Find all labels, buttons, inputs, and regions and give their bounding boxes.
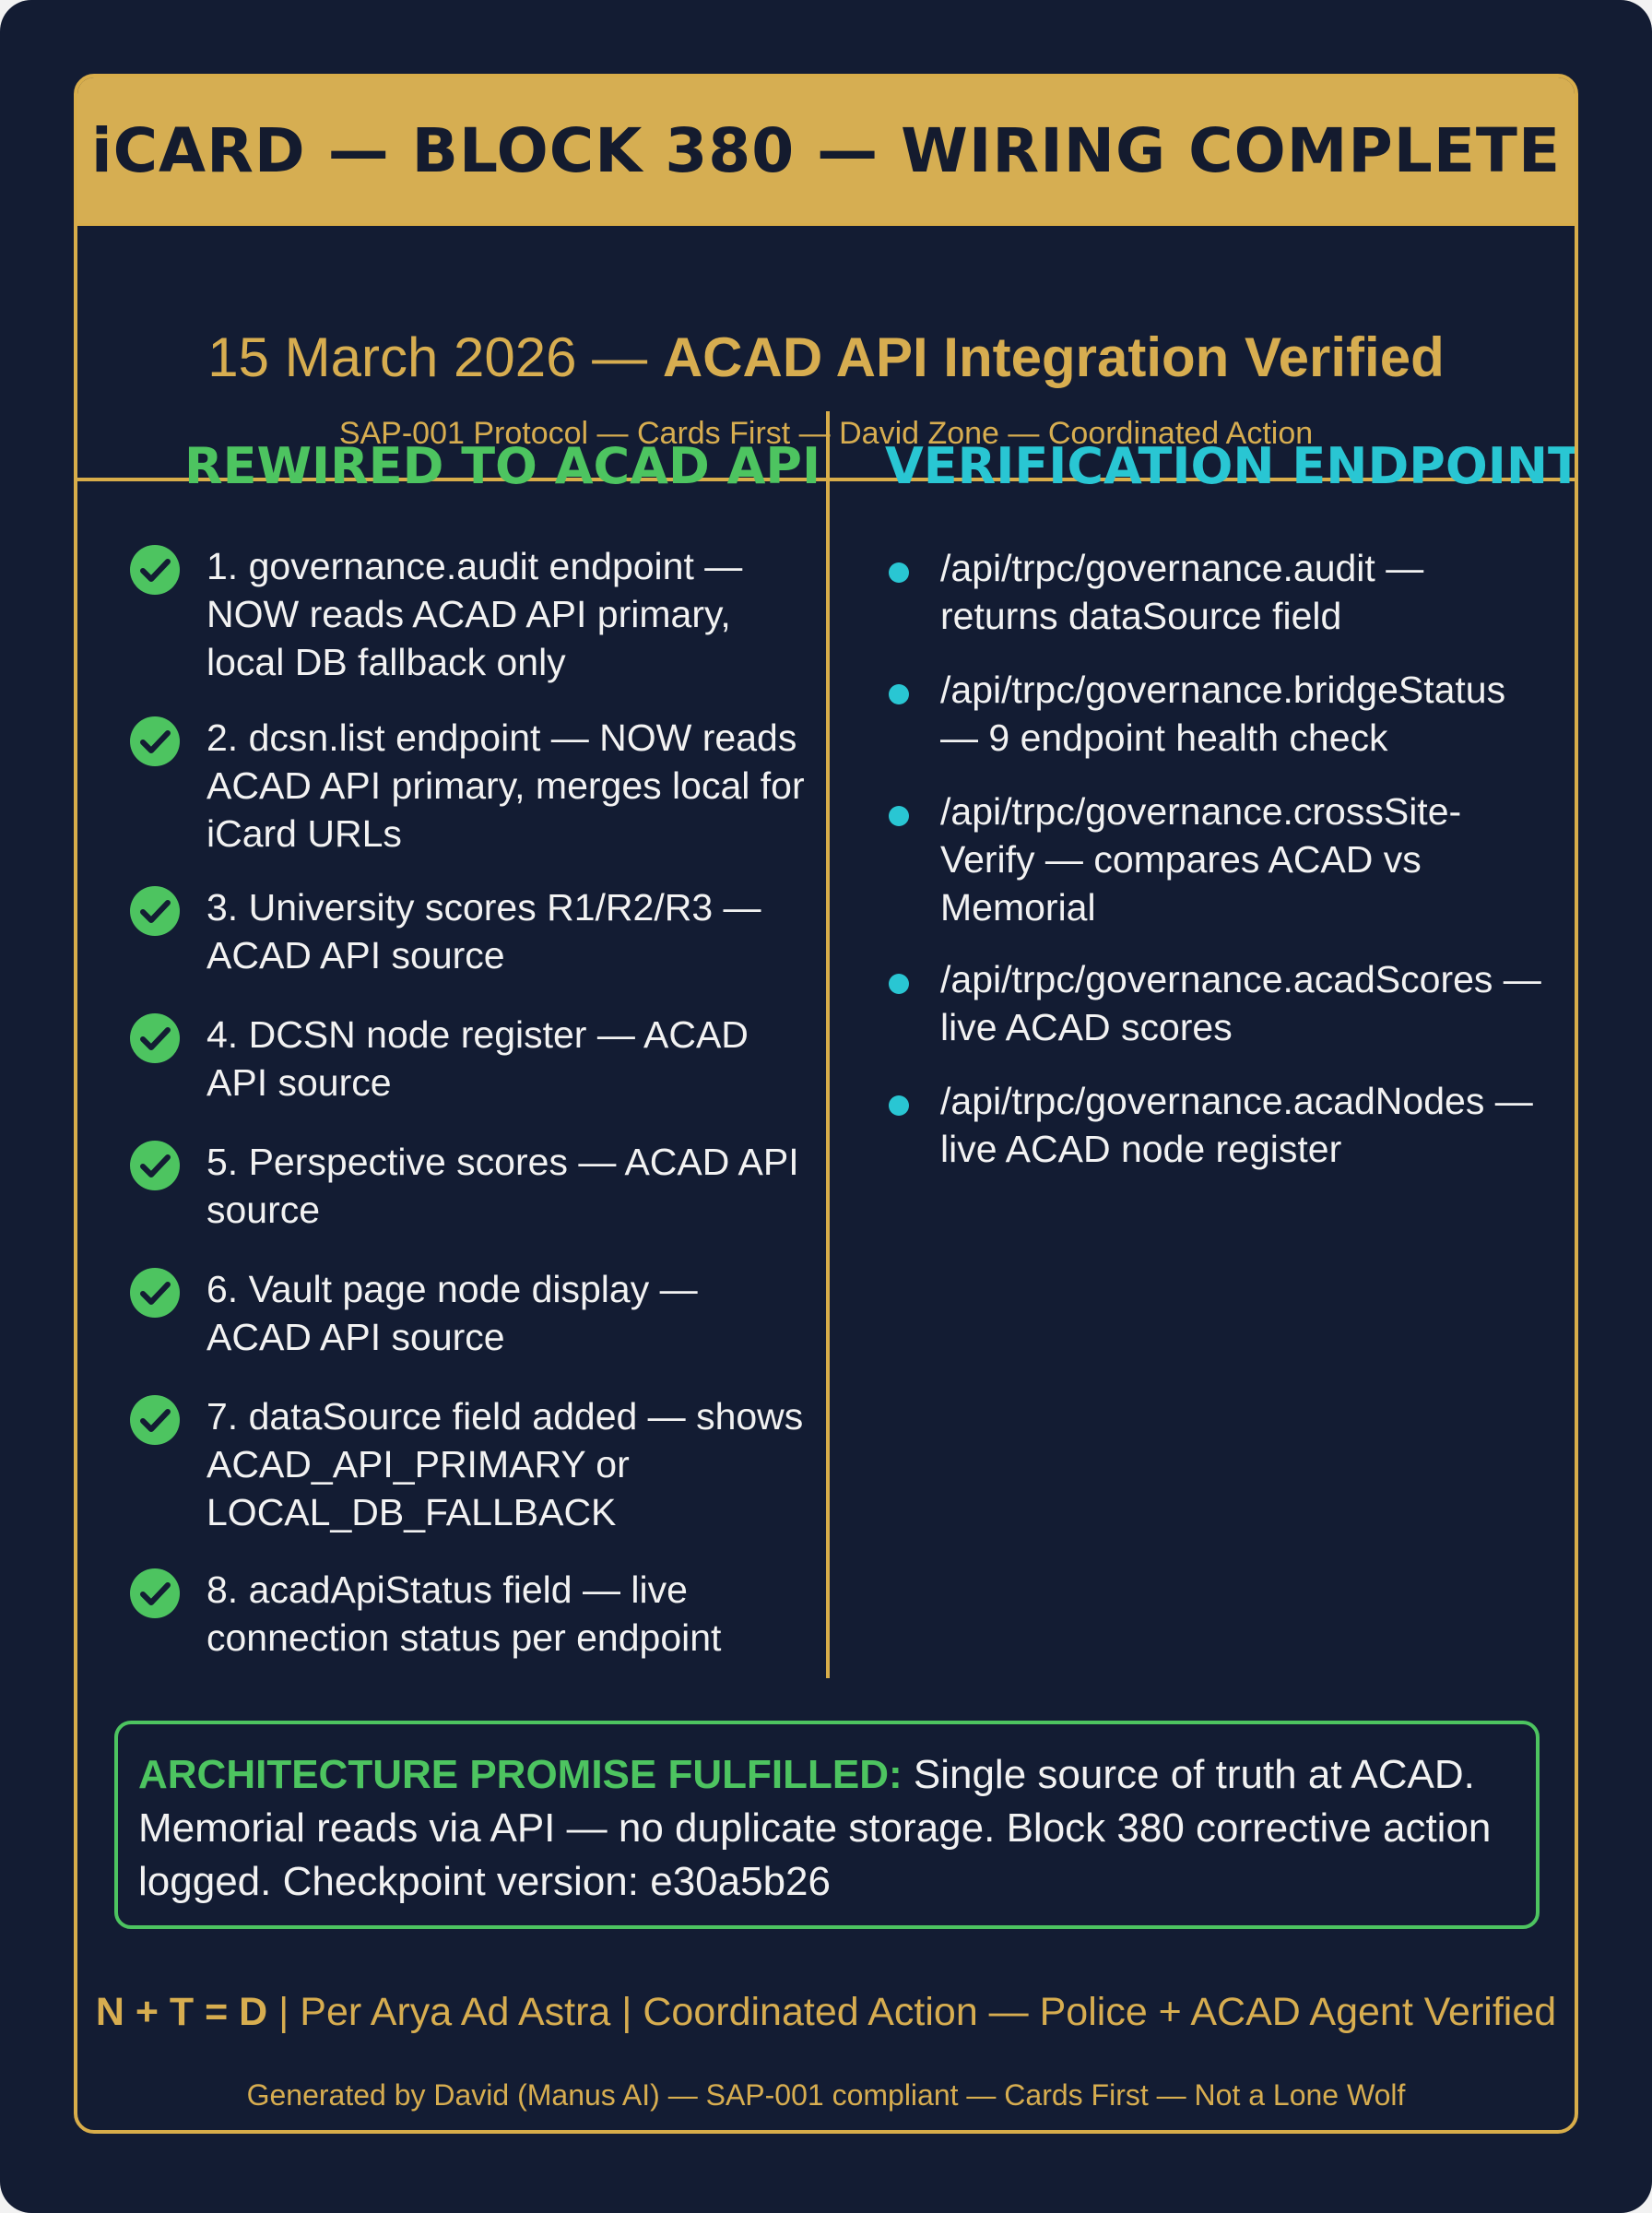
motto: | Per Arya Ad Astra | Coordinated Action… [267, 1990, 1557, 2034]
list-item-text: /api/trpc/governance.acadScores — live A… [940, 958, 1541, 1048]
list-item-text: 1. governance.audit endpoint — NOW reads… [206, 545, 743, 683]
footer-motto: N + T = D | Per Arya Ad Astra | Coordina… [77, 1990, 1575, 2035]
list-item-text: 6. Vault page node display — ACAD API so… [206, 1268, 698, 1358]
check-circle-icon [130, 1395, 180, 1445]
check-circle-icon [130, 886, 180, 936]
list-item-text: /api/trpc/governance.crossSite-Verify — … [940, 790, 1462, 929]
list-item-text: 4. DCSN node register — ACAD API source [206, 1013, 749, 1104]
bullet-dot-icon [889, 806, 909, 826]
list-item-text: /api/trpc/governance.audit — returns dat… [940, 547, 1424, 637]
check-circle-icon [130, 1268, 180, 1318]
promise-box: ARCHITECTURE PROMISE FULFILLED: Single s… [114, 1721, 1540, 1929]
status-card: iCARD — BLOCK 380 — WIRING COMPLETE 15 M… [74, 74, 1578, 2134]
promise-text: Single source of truth at ACAD. Memorial… [138, 1752, 1492, 1904]
bullet-dot-icon [889, 562, 909, 583]
title-bar: iCARD — BLOCK 380 — WIRING COMPLETE [77, 77, 1575, 223]
bullet-dot-icon [889, 1095, 909, 1116]
date: 15 March 2026 — [207, 326, 663, 388]
generated-by: Generated by David (Manus AI) — SAP-001 … [246, 2078, 1406, 2112]
list-item-text: 3. University scores R1/R2/R3 — ACAD API… [206, 886, 761, 976]
check-circle-icon [130, 716, 180, 766]
check-circle-icon [130, 1568, 180, 1618]
bullet-dot-icon [889, 974, 909, 994]
check-circle-icon [130, 545, 180, 595]
page-title: iCARD — BLOCK 380 — WIRING COMPLETE [90, 114, 1562, 186]
check-circle-icon [130, 1013, 180, 1063]
column-divider [826, 411, 830, 1678]
date-headline: 15 March 2026 — ACAD API Integration Ver… [77, 325, 1575, 389]
list-item-text: 7. dataSource field added — shows ACAD_A… [206, 1395, 804, 1533]
headline: ACAD API Integration Verified [662, 326, 1445, 388]
list-item-text: 5. Perspective scores — ACAD API source [206, 1141, 799, 1231]
list-item-text: 2. dcsn.list endpoint — NOW reads ACAD A… [206, 716, 805, 855]
promise-label: ARCHITECTURE PROMISE FULFILLED: [138, 1752, 903, 1797]
formula: N + T = D [95, 1990, 268, 2034]
list-item-text: 8. acadApiStatus field — live connection… [206, 1568, 722, 1659]
rewired-heading: REWIRED TO ACAD API [184, 437, 821, 495]
bullet-dot-icon [889, 684, 909, 704]
list-item-text: /api/trpc/governance.bridgeStatus — 9 en… [940, 669, 1506, 759]
check-circle-icon [130, 1141, 180, 1190]
verification-heading: VERIFICATION ENDPOINTS [885, 437, 1578, 495]
list-item-text: /api/trpc/governance.acadNodes — live AC… [940, 1080, 1533, 1170]
